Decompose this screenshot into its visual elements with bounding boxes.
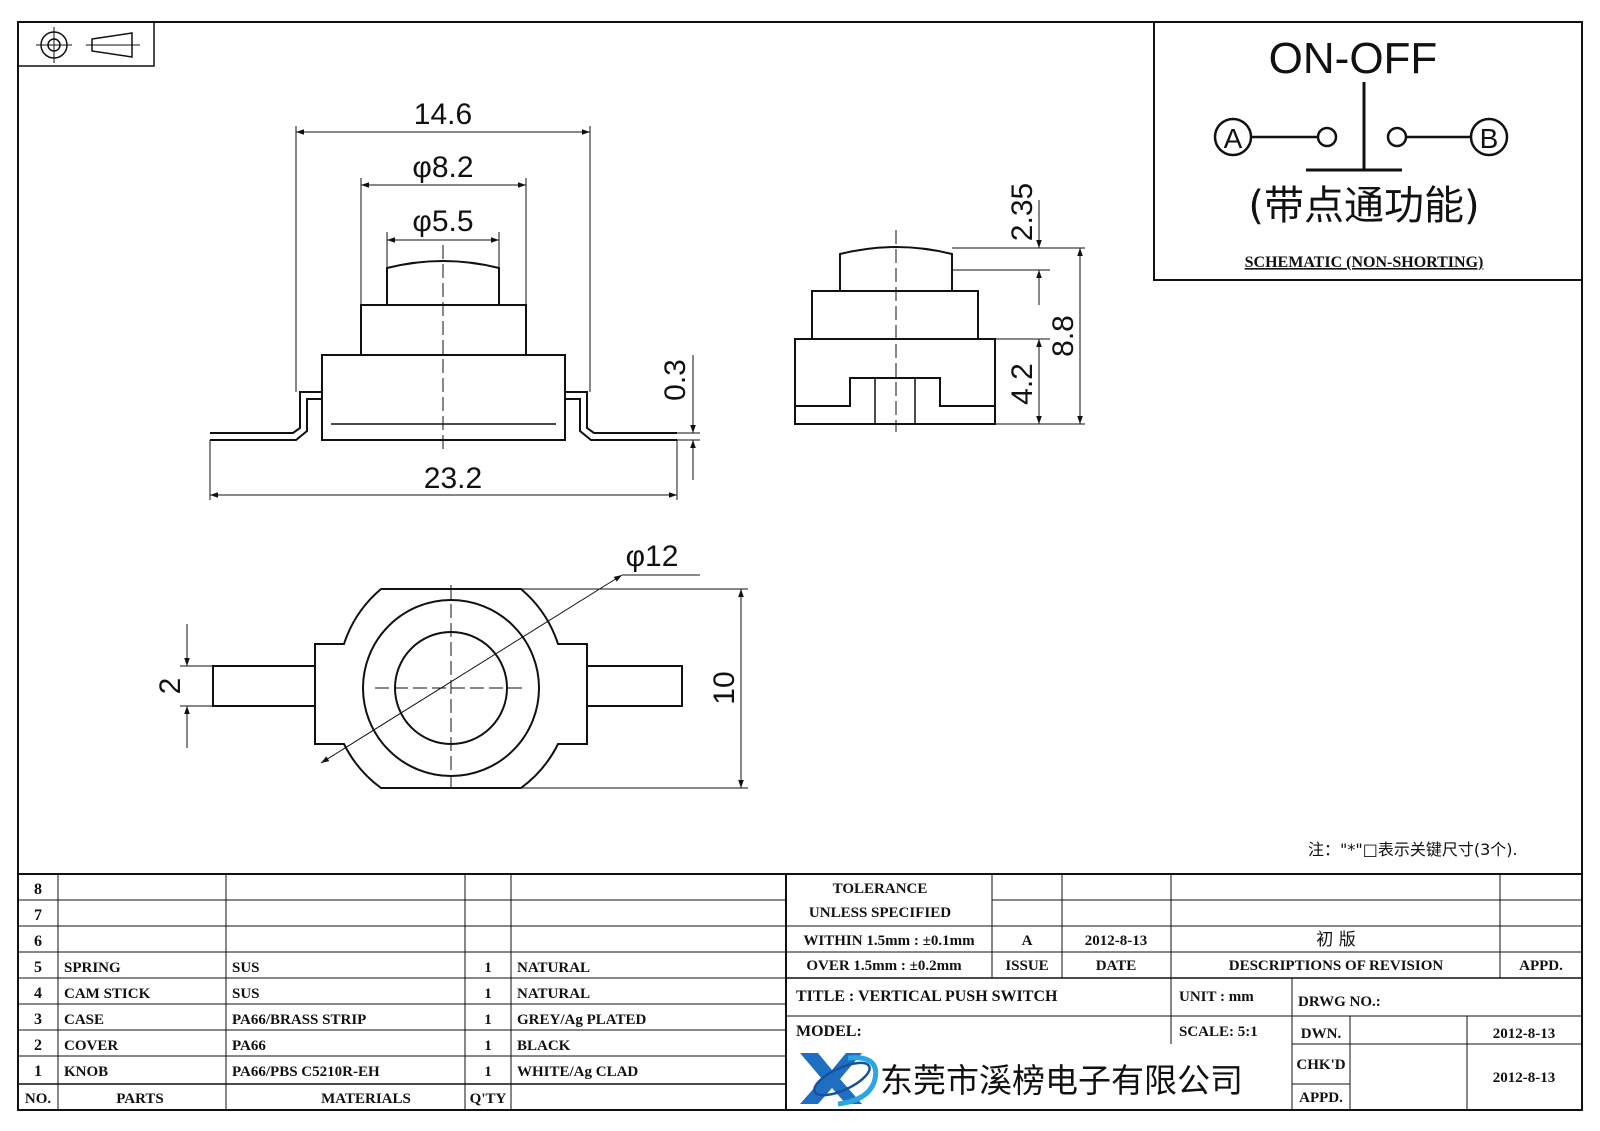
- svg-text:PA66/PBS C5210R-EH: PA66/PBS C5210R-EH: [232, 1064, 380, 1080]
- drawing-number-label: DRWG NO.:: [1298, 994, 1381, 1010]
- svg-text:6: 6: [34, 933, 42, 950]
- revision-date: 2012-8-13: [1085, 933, 1148, 949]
- svg-text:8: 8: [34, 881, 42, 898]
- svg-text:1: 1: [484, 1012, 492, 1028]
- svg-text:BLACK: BLACK: [517, 1038, 571, 1054]
- contact-left-icon: [1316, 126, 1338, 148]
- bom-row: 2 COVER PA66 1 BLACK: [34, 1037, 571, 1054]
- dim-phi-5-5: φ5.5: [412, 205, 473, 238]
- svg-text:GREY/Ag PLATED: GREY/Ag PLATED: [517, 1012, 646, 1028]
- svg-text:4: 4: [34, 985, 42, 1002]
- svg-text:7: 7: [34, 907, 42, 924]
- revision-appd-label: APPD.: [1519, 958, 1563, 974]
- tolerance-line-3: WITHIN 1.5mm : ±0.1mm: [803, 933, 975, 949]
- svg-text:NATURAL: NATURAL: [517, 960, 590, 976]
- dim-thickness: 0.3: [659, 359, 692, 401]
- company-logo-icon: [800, 1053, 879, 1107]
- svg-text:MATERIALS: MATERIALS: [321, 1091, 411, 1107]
- svg-text:1: 1: [484, 960, 492, 976]
- schematic-function: (带点通功能): [1248, 183, 1479, 229]
- svg-text:KNOB: KNOB: [64, 1064, 108, 1080]
- bom-rows: 8 7 6 5 SPRING SUS 1 NATURAL 4 CAM STICK…: [25, 881, 647, 1107]
- tolerance-line-2: UNLESS SPECIFIED: [809, 905, 951, 921]
- svg-text:5: 5: [34, 959, 42, 976]
- bom-row: 8: [34, 881, 42, 898]
- terminal-a-icon: A: [1213, 117, 1253, 157]
- dim-overall-width: 23.2: [424, 462, 482, 495]
- bom-row: 3 CASE PA66/BRASS STRIP 1 GREY/Ag PLATED: [34, 1011, 646, 1028]
- dwn-label: DWN.: [1301, 1026, 1342, 1042]
- projection-symbol-icon: [17, 21, 155, 67]
- svg-text:CAM STICK: CAM STICK: [64, 986, 151, 1002]
- unit-label: UNIT : mm: [1179, 989, 1254, 1005]
- svg-text:1: 1: [484, 986, 492, 1002]
- dim-body-height: 4.2: [1006, 363, 1039, 405]
- svg-text:3: 3: [34, 1011, 42, 1028]
- svg-text:PARTS: PARTS: [116, 1091, 164, 1107]
- svg-text:Q'TY: Q'TY: [470, 1091, 507, 1107]
- side-view: [794, 200, 1085, 432]
- revision-issue: A: [1022, 933, 1033, 949]
- svg-text:A: A: [1224, 123, 1243, 154]
- contact-right-icon: [1386, 126, 1408, 148]
- dim-top-width: 14.6: [414, 98, 472, 131]
- svg-text:1: 1: [484, 1038, 492, 1054]
- scale-label: SCALE: 5:1: [1179, 1024, 1258, 1040]
- drawing-title: TITLE : VERTICAL PUSH SWITCH: [796, 988, 1058, 1005]
- svg-text:SPRING: SPRING: [64, 960, 121, 976]
- issue-label: ISSUE: [1005, 958, 1048, 974]
- svg-text:NATURAL: NATURAL: [517, 986, 590, 1002]
- dim-knob-height: 2.35: [1006, 183, 1039, 241]
- svg-text:SUS: SUS: [232, 960, 260, 976]
- svg-text:WHITE/Ag CLAD: WHITE/Ag CLAD: [517, 1064, 638, 1080]
- svg-text:SUS: SUS: [232, 986, 260, 1002]
- front-view: [209, 126, 700, 500]
- model-label: MODEL:: [796, 1023, 862, 1040]
- title-block-grid: [786, 873, 1582, 1110]
- svg-text:PA66/BRASS STRIP: PA66/BRASS STRIP: [232, 1012, 366, 1028]
- appd-label: APPD.: [1299, 1090, 1343, 1106]
- svg-text:B: B: [1480, 123, 1499, 154]
- date-label: DATE: [1096, 958, 1137, 974]
- svg-text:2: 2: [34, 1037, 42, 1054]
- dim-body-depth: 10: [708, 671, 741, 704]
- svg-text:CASE: CASE: [64, 1012, 104, 1028]
- svg-text:1: 1: [34, 1063, 42, 1080]
- bom-header: NO. PARTS MATERIALS Q'TY: [25, 1091, 507, 1107]
- dwn-date: 2012-8-13: [1493, 1026, 1556, 1042]
- svg-text:NO.: NO.: [25, 1091, 52, 1107]
- key-dimension-note: 注："*"□表示关键尺寸(3个).: [1308, 840, 1518, 859]
- revision-description: 初 版: [1316, 930, 1355, 950]
- revision-desc-label: DESCRIPTIONS OF REVISION: [1229, 958, 1444, 974]
- tolerance-line-1: TOLERANCE: [833, 881, 928, 897]
- bom-row: 1 KNOB PA66/PBS C5210R-EH 1 WHITE/Ag CLA…: [34, 1063, 638, 1080]
- svg-text:PA66: PA66: [232, 1038, 266, 1054]
- bom-table: [18, 873, 787, 1110]
- chkd-label: CHK'D: [1296, 1057, 1345, 1073]
- tolerance-line-4: OVER 1.5mm : ±0.2mm: [806, 958, 962, 974]
- schematic-title: ON-OFF: [1269, 34, 1438, 83]
- top-view: [180, 574, 748, 790]
- sheet-border: [17, 21, 1583, 1111]
- dim-terminal-width: 2: [154, 678, 187, 695]
- chkd-date: 2012-8-13: [1493, 1070, 1556, 1086]
- bom-row: 5 SPRING SUS 1 NATURAL: [34, 959, 590, 976]
- dim-phi-8-2: φ8.2: [412, 151, 473, 184]
- company-name: 东莞市溪榜电子有限公司: [880, 1061, 1243, 1100]
- dim-phi-12: φ12: [626, 540, 679, 573]
- schematic-box: ON-OFF A B (带点通功能) SCHEMATIC (NON-SHORTI…: [1153, 21, 1583, 281]
- bom-row: 6: [34, 933, 42, 950]
- dim-total-height: 8.8: [1047, 315, 1080, 357]
- bom-row: 4 CAM STICK SUS 1 NATURAL: [34, 985, 590, 1002]
- svg-text:1: 1: [484, 1064, 492, 1080]
- bom-row: 7: [34, 907, 42, 924]
- schematic-caption: SCHEMATIC (NON-SHORTING): [1245, 254, 1484, 271]
- svg-text:COVER: COVER: [64, 1038, 118, 1054]
- terminal-b-icon: B: [1469, 117, 1509, 157]
